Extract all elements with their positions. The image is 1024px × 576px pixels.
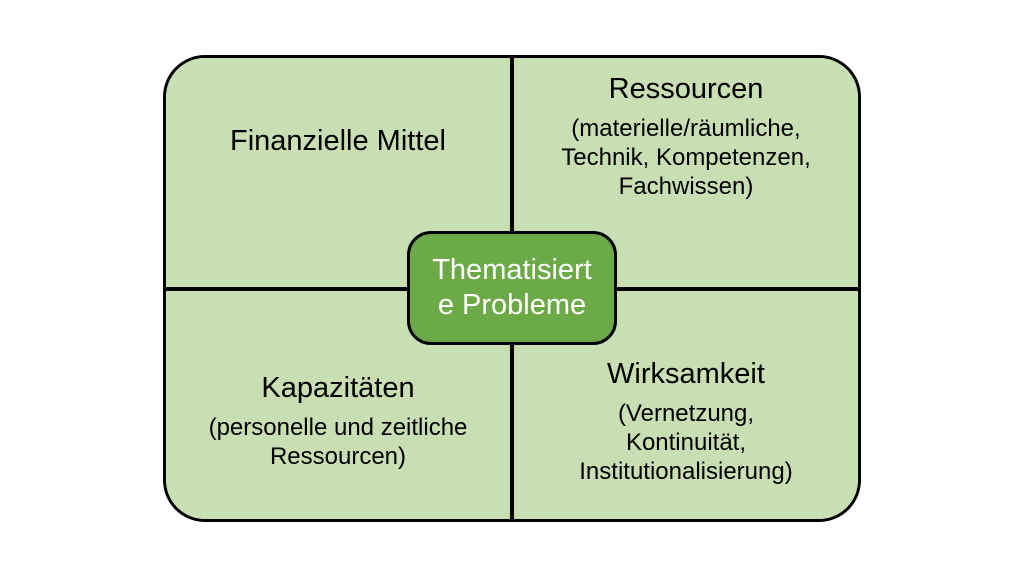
- subtitle-line: Institutionalisierung): [579, 457, 793, 485]
- subtitle-line: Kontinuität,: [625, 428, 747, 456]
- center-label-line: e Probleme: [437, 289, 587, 321]
- subtitle-line: Ressourcen): [269, 442, 407, 470]
- quadrant-subtitle-kapazitaeten: (personelle und zeitliche Ressourcen): [209, 413, 468, 471]
- quadrant-subtitle-wirksamkeit: (Vernetzung, Kontinuität, Institutionali…: [579, 399, 792, 486]
- quadrant-subtitle-ressourcen: (materielle/räumliche, Technik, Kompeten…: [561, 114, 810, 201]
- quadrant-title-wirksamkeit: Wirksamkeit: [607, 357, 765, 390]
- subtitle-line: Fachwissen): [618, 173, 754, 200]
- quadrant-title-finanzielle-mittel: Finanzielle Mittel: [230, 125, 446, 157]
- quadrant-title-kapazitaeten: Kapazitäten: [261, 371, 415, 404]
- subtitle-line: (personelle und zeitliche: [208, 413, 468, 441]
- quadrant-title-ressourcen: Ressourcen: [608, 73, 764, 105]
- subtitle-line: Technik, Kompetenzen,: [561, 144, 811, 171]
- quadrant-finanzielle-mittel: Finanzielle Mittel: [166, 58, 512, 289]
- subtitle-line: (materielle/räumliche,: [571, 115, 801, 142]
- center-label-thematisierte-probleme: Thematisiert e Probleme: [407, 231, 617, 345]
- center-label-line: Thematisiert: [432, 254, 592, 286]
- subtitle-line: (Vernetzung,: [617, 399, 755, 427]
